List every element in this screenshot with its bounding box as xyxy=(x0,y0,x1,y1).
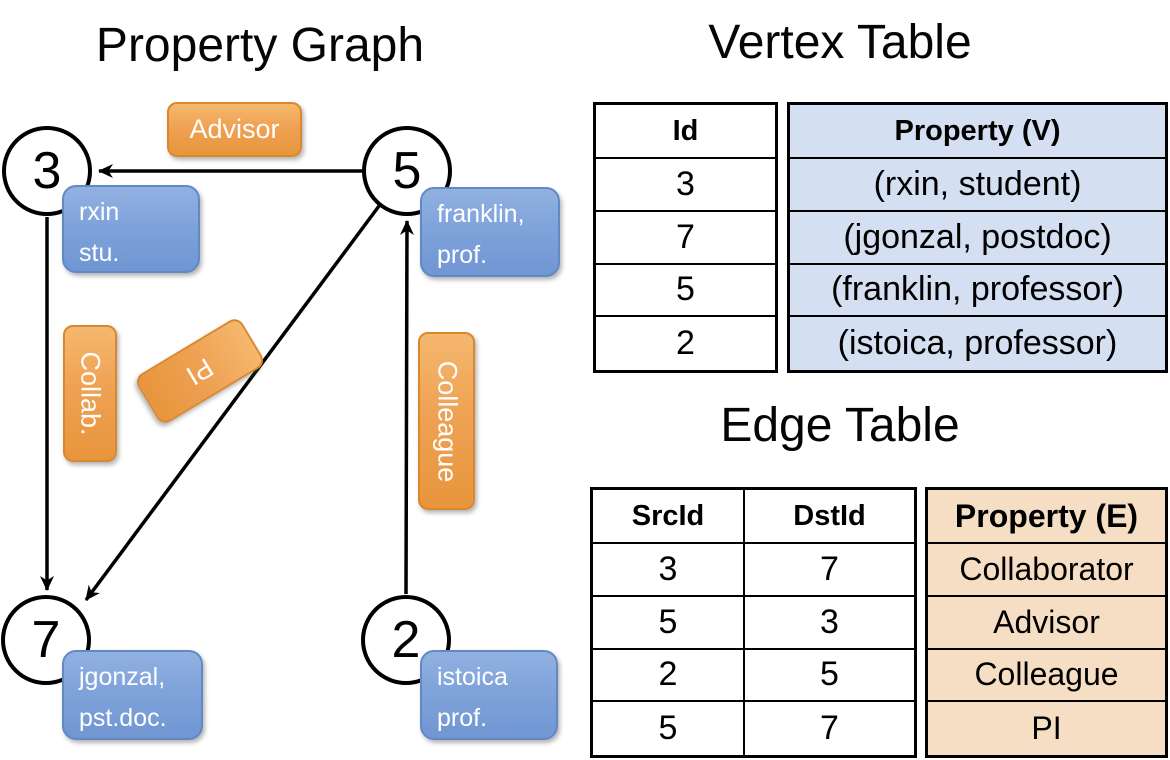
vertex-table-id-column: Id 3 7 5 2 xyxy=(593,102,778,373)
vertex-node-5: 5 xyxy=(362,126,452,216)
edge-table-header-property: Property (E) xyxy=(928,490,1165,544)
vertex-node-2-id: 2 xyxy=(391,611,421,669)
vertex-table-property-column: Property (V) (rxin, student) (jgonzal, p… xyxy=(787,102,1168,373)
vertex-table-id-cell: 2 xyxy=(676,324,695,363)
edge-table-property-cell: Colleague xyxy=(928,650,1165,703)
vertex-table-id-cell: 3 xyxy=(596,159,775,212)
vertex-label-istoica: istoica prof. xyxy=(420,650,558,740)
edge-table-dst-cell: 7 xyxy=(820,709,839,748)
vertex-table-header-id: Id xyxy=(596,105,775,159)
edge-label-collab-text: Collab. xyxy=(75,351,106,436)
vertex-table-property-cell: (istoica, professor) xyxy=(837,324,1118,363)
edge-table-property-cell: Collaborator xyxy=(928,544,1165,597)
edge-table-src-cell: 3 xyxy=(593,544,745,597)
vertex-table-property-cell: (jgonzal, postdoc) xyxy=(790,212,1165,265)
vertex-label-franklin: franklin, prof. xyxy=(420,187,560,277)
edge-table-dst-cell: 3 xyxy=(745,597,914,650)
edge-table-header-srcid: SrcId xyxy=(593,490,745,544)
edge-table-id-columns: SrcId DstId 3 7 5 3 2 5 5 7 xyxy=(590,487,917,758)
vertex-table-header-property: Property (V) xyxy=(790,105,1165,159)
vertex-label-rxin-line1: rxin xyxy=(79,198,120,226)
edge-table-title: Edge Table xyxy=(720,399,960,452)
edge-label-advisor-text: Advisor xyxy=(189,114,280,144)
property-graph-title: Property Graph xyxy=(95,19,425,72)
edge-table-property-cell: PI xyxy=(1031,710,1062,747)
edge-table-property-column: Property (E) Collaborator Advisor Collea… xyxy=(925,487,1168,758)
edge-table-src-cell: 2 xyxy=(593,649,745,703)
vertex-label-istoica-line1: istoica xyxy=(437,663,508,691)
graph-edges xyxy=(40,164,414,602)
edge-label-colleague: Colleague xyxy=(418,332,475,510)
edge-label-advisor: Advisor xyxy=(167,102,302,157)
vertex-label-jgonzal-line1: jgonzal, xyxy=(79,663,166,691)
vertex-node-5-id: 5 xyxy=(392,142,422,200)
edge-table-property-cell: Advisor xyxy=(928,597,1165,650)
edge-table-src-cell: 5 xyxy=(593,702,745,755)
vertex-table-id-cell: 5 xyxy=(596,265,775,318)
edge-table-dst-cell: 7 xyxy=(745,544,914,597)
vertex-label-jgonzal-line2: pst.doc. xyxy=(79,703,167,732)
vertex-label-rxin: rxin stu. xyxy=(62,185,200,273)
vertex-node-7-id: 7 xyxy=(31,611,61,669)
edge-arrow-2-to-5 xyxy=(399,220,414,595)
edge-label-collab: Collab. xyxy=(63,325,117,462)
edge-label-colleague-text: Colleague xyxy=(432,360,462,482)
vertex-label-istoica-line2: prof. xyxy=(437,703,488,732)
edge-label-pi-text: PI xyxy=(181,351,219,391)
vertex-table-id-cell: 7 xyxy=(596,212,775,265)
vertex-table-property-cell: (rxin, student) xyxy=(790,159,1165,212)
vertex-table-title: Vertex Table xyxy=(708,16,972,69)
vertex-label-rxin-line2: stu. xyxy=(79,238,120,267)
edge-table-src-cell: 5 xyxy=(593,596,745,650)
vertex-label-jgonzal: jgonzal, pst.doc. xyxy=(62,650,203,740)
edge-table-header-dstid: DstId xyxy=(745,490,914,544)
vertex-node-2: 2 xyxy=(361,595,451,685)
vertex-label-franklin-line1: franklin, xyxy=(437,200,525,228)
edge-table-dst-cell: 5 xyxy=(745,650,914,703)
vertex-table-property-cell: (franklin, professor) xyxy=(790,265,1165,318)
vertex-node-3-id: 3 xyxy=(32,142,62,200)
edge-arrow-5-to-7 xyxy=(84,204,381,602)
vertex-label-franklin-line2: prof. xyxy=(437,240,488,269)
